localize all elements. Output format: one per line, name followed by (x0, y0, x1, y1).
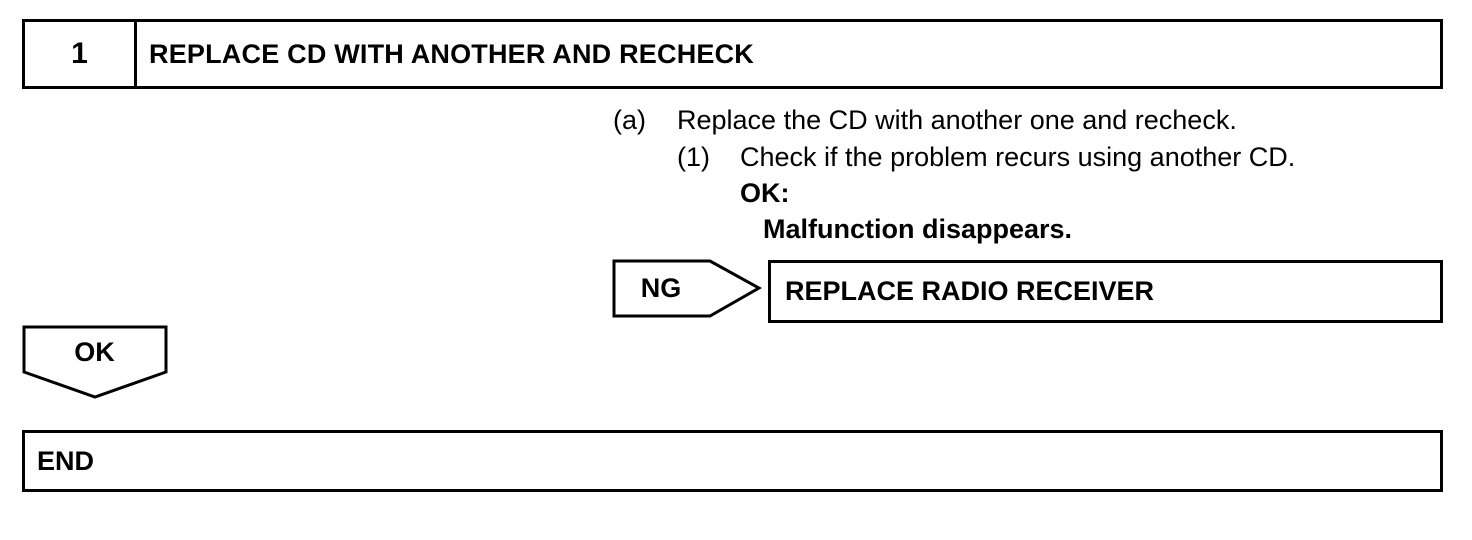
step-divider (134, 22, 137, 86)
end-text: END (37, 445, 95, 476)
instruction-a-text: Replace the CD with another one and rech… (677, 105, 1237, 135)
ok-criteria-label: OK: (740, 178, 790, 208)
end-box: END (22, 430, 1443, 492)
ng-label: NG (640, 272, 682, 303)
ng-result-text: REPLACE RADIO RECEIVER (785, 276, 1155, 306)
ok-criteria-result: Malfunction disappears. (763, 214, 1073, 244)
ok-label: OK (74, 336, 115, 367)
instruction-1-text: Check if the problem recurs using anothe… (740, 142, 1296, 172)
ok-down-arrow-icon (22, 325, 168, 399)
step-title: REPLACE CD WITH ANOTHER AND RECHECK (149, 38, 754, 69)
ng-result-box: REPLACE RADIO RECEIVER (768, 260, 1443, 323)
step-header-box: 1 REPLACE CD WITH ANOTHER AND RECHECK (22, 19, 1443, 89)
step-number: 1 (71, 37, 88, 70)
instruction-a-marker: (a) (613, 105, 646, 135)
instruction-1-marker: (1) (677, 142, 710, 172)
ng-arrow-icon (612, 259, 762, 318)
